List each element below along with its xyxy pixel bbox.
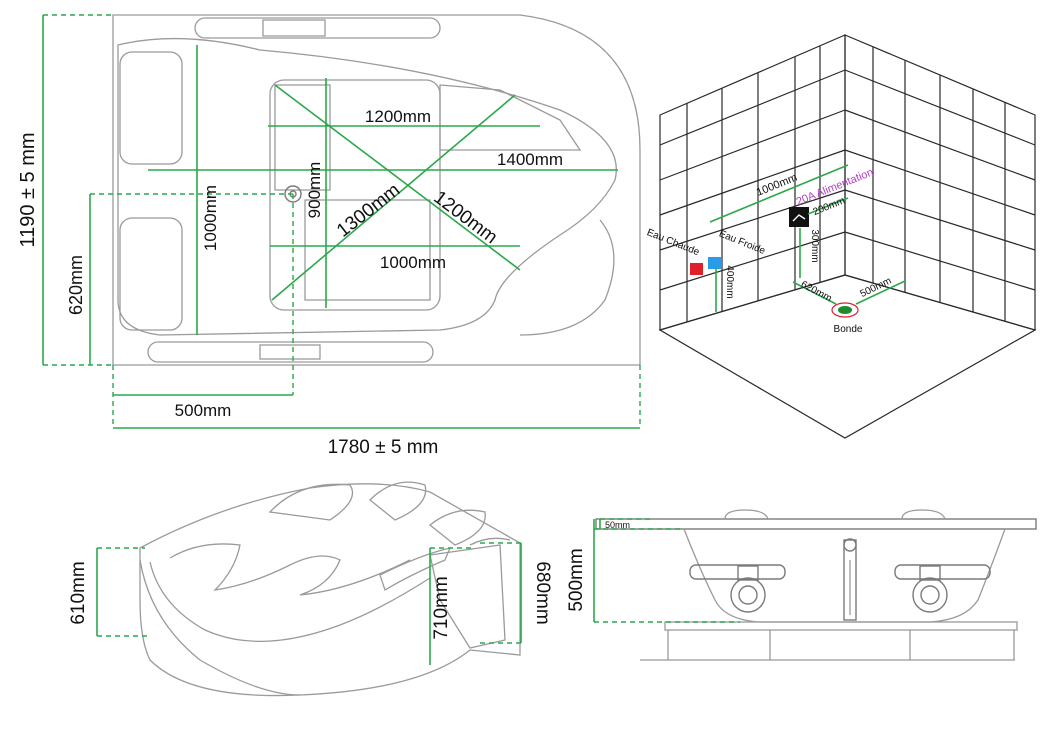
label-1000-h: 1000mm bbox=[380, 253, 446, 272]
tub-basin-outline bbox=[117, 37, 617, 336]
pump-left-icon bbox=[689, 564, 786, 613]
label-900: 900mm bbox=[305, 162, 324, 219]
label-50: 50mm bbox=[605, 520, 630, 530]
label-620-room: 620mm bbox=[799, 279, 834, 304]
handle-top bbox=[194, 17, 441, 39]
label-300: 300mm bbox=[809, 229, 820, 262]
label-height: 1190 ± 5 mm bbox=[17, 132, 39, 247]
power-outlet-icon bbox=[789, 207, 809, 227]
label-680: 680mm bbox=[532, 561, 553, 624]
handle-bottom bbox=[147, 341, 434, 363]
dim-1000-room bbox=[709, 164, 849, 223]
cold-water-marker bbox=[708, 257, 721, 269]
pillow-2 bbox=[369, 481, 427, 521]
lounger-area bbox=[269, 79, 441, 311]
top-view: 1190 ± 5 mm 620mm 500mm 1780 ± 5 mm 1200… bbox=[17, 14, 641, 458]
label-1200-h: 1200mm bbox=[365, 107, 431, 126]
label-710: 710mm bbox=[431, 576, 452, 639]
pump-right-icon bbox=[894, 564, 991, 613]
label-610: 610mm bbox=[68, 561, 89, 624]
perspective-outer bbox=[139, 483, 521, 697]
seat-lower bbox=[304, 199, 431, 301]
drain-marker bbox=[831, 302, 859, 318]
label-620: 620mm bbox=[66, 255, 86, 315]
label-400: 400mm bbox=[724, 265, 735, 298]
tub-rim bbox=[595, 518, 1037, 530]
side-view: 50mm 500mm bbox=[566, 509, 1037, 661]
pillow-bottom bbox=[119, 217, 183, 331]
pillow-top bbox=[119, 51, 183, 165]
label-1300: 1300mm bbox=[333, 180, 404, 242]
drain-icon bbox=[284, 185, 302, 203]
dim-1200-diag bbox=[274, 84, 521, 271]
dim-620-room bbox=[792, 281, 837, 305]
label-width: 1780 ± 5 mm bbox=[328, 437, 439, 458]
support-frame bbox=[664, 621, 1018, 631]
drain-pipe-icon bbox=[843, 538, 857, 621]
label-hot: Eau Chaude bbox=[645, 227, 701, 258]
armrest-curve bbox=[519, 219, 615, 336]
side-panel bbox=[429, 544, 506, 649]
label-drain: Bonde bbox=[834, 324, 863, 335]
label-500-room: 500mm bbox=[859, 275, 894, 300]
floor bbox=[658, 274, 1037, 439]
pillow-1 bbox=[268, 483, 354, 521]
label-1000-v: 1000mm bbox=[201, 185, 220, 251]
label-cold: Eau Froide bbox=[717, 228, 767, 257]
seat-panels bbox=[274, 84, 582, 191]
dim-1300 bbox=[271, 94, 516, 301]
dim-500-room bbox=[855, 280, 906, 305]
dim-200 bbox=[807, 197, 849, 215]
tub-outer-outline bbox=[112, 14, 641, 366]
label-1400: 1400mm bbox=[497, 150, 563, 169]
room-view: 1000mm 20A Alimentation 200mm 300mm Eau … bbox=[645, 34, 1037, 439]
perspective-view: 610mm 710mm 680mm bbox=[68, 481, 553, 697]
label-500: 500mm bbox=[175, 401, 232, 420]
label-500-side: 500mm bbox=[566, 548, 587, 611]
hot-water-marker bbox=[690, 263, 703, 275]
pillow-3 bbox=[428, 509, 486, 546]
